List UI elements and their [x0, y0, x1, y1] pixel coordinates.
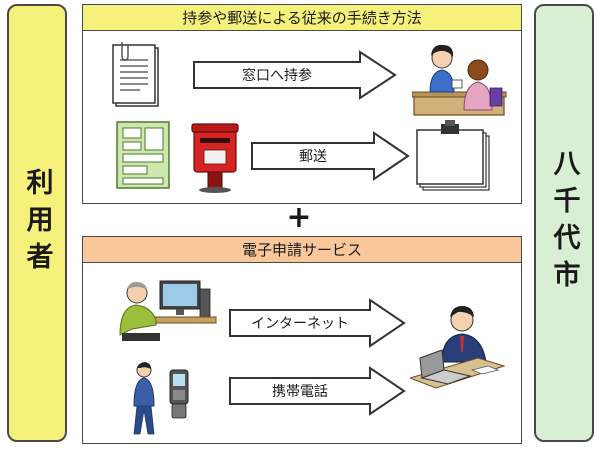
- arrow-internet: インターネット: [228, 298, 406, 348]
- document-tray-icon: [415, 120, 495, 199]
- user-panel-label: 利用者: [21, 167, 53, 279]
- arrow-internet-label: インターネット: [251, 316, 349, 332]
- city-staff-computer-icon: [408, 300, 506, 399]
- electronic-application-title: 電子申請サービス: [83, 237, 521, 263]
- arrow-mail: 郵送: [250, 131, 410, 181]
- arrow-counter-label: 窓口へ持参: [242, 68, 312, 84]
- arrow-mobile-label: 携帯電話: [272, 384, 328, 400]
- counter-clerk-icon: [411, 40, 507, 124]
- arrow-counter: 窓口へ持参: [192, 50, 397, 100]
- user-at-computer-icon: [112, 275, 217, 354]
- document-icon: [110, 40, 160, 114]
- postbox-icon: [190, 122, 240, 198]
- city-panel-label: 八千代市: [548, 149, 580, 297]
- mobile-user-icon: [128, 360, 198, 444]
- arrow-mail-label: 郵送: [299, 149, 327, 165]
- city-panel: 八千代市: [534, 4, 594, 442]
- application-form-icon: [115, 120, 171, 194]
- user-panel: 利用者: [7, 4, 67, 442]
- plus-symbol: +: [286, 200, 312, 235]
- traditional-methods-title: 持参や郵送による従来の手続き方法: [83, 5, 521, 31]
- arrow-mobile: 携帯電話: [228, 366, 406, 416]
